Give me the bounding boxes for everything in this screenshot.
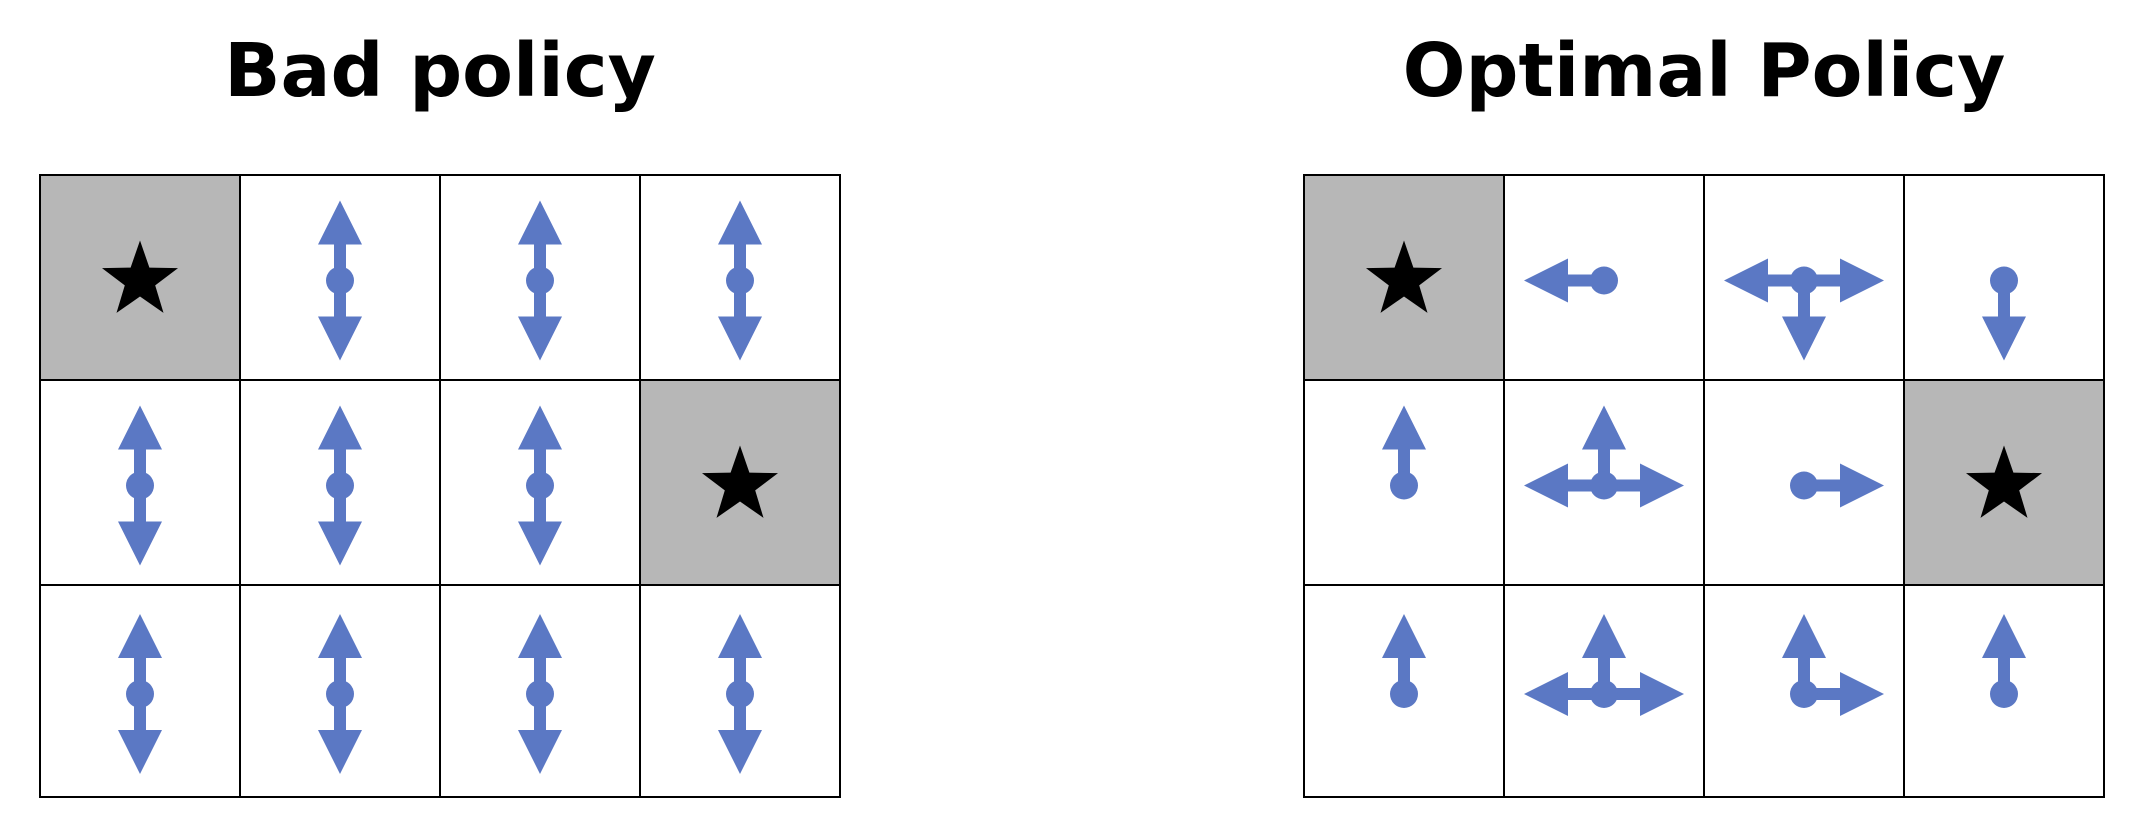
state-dot-icon bbox=[1790, 471, 1818, 500]
state-dot-icon bbox=[126, 471, 154, 500]
optimal-policy-cell-r0-c0 bbox=[1303, 174, 1505, 381]
bad-policy-cell-r0-c2 bbox=[439, 174, 641, 381]
optimal-policy-cell-r2-c1 bbox=[1503, 584, 1705, 798]
state-dot-icon bbox=[1390, 471, 1418, 500]
optimal-policy-cell-r1-c2 bbox=[1703, 379, 1905, 586]
state-dot-icon bbox=[1790, 266, 1818, 295]
goal-star-icon bbox=[702, 445, 778, 518]
state-dot-icon bbox=[1590, 680, 1618, 708]
state-dot-icon bbox=[126, 680, 154, 708]
state-dot-icon bbox=[326, 471, 354, 500]
state-dot-icon bbox=[1790, 680, 1818, 708]
bad-policy-cell-r1-c1 bbox=[239, 379, 441, 586]
state-dot-icon bbox=[726, 266, 754, 295]
optimal-policy-cell-r1-c1 bbox=[1503, 379, 1705, 586]
optimal-policy-cell-r1-c3 bbox=[1903, 379, 2105, 586]
goal-star-icon bbox=[1366, 240, 1442, 313]
bad-policy-cell-r2-c2 bbox=[439, 584, 641, 798]
bad-policy-cell-r1-c2 bbox=[439, 379, 641, 586]
goal-star-icon bbox=[1966, 445, 2042, 518]
state-dot-icon bbox=[1990, 266, 2018, 295]
state-dot-icon bbox=[1590, 266, 1618, 295]
state-dot-icon bbox=[326, 266, 354, 295]
bad-policy-cell-r1-c0 bbox=[39, 379, 241, 586]
optimal-policy-cell-r2-c0 bbox=[1303, 584, 1505, 798]
state-dot-icon bbox=[1390, 680, 1418, 708]
bad-policy-cell-r0-c3 bbox=[639, 174, 841, 381]
bad-policy-cell-r0-c0 bbox=[39, 174, 241, 381]
bad-policy-grid bbox=[39, 174, 841, 798]
bad-policy-cell-r2-c0 bbox=[39, 584, 241, 798]
goal-star-icon bbox=[102, 240, 178, 313]
optimal-policy-grid bbox=[1303, 174, 2105, 798]
optimal-policy-cell-r0-c1 bbox=[1503, 174, 1705, 381]
bad-policy-title: Bad policy bbox=[224, 28, 656, 114]
state-dot-icon bbox=[726, 680, 754, 708]
optimal-policy-cell-r1-c0 bbox=[1303, 379, 1505, 586]
state-dot-icon bbox=[1990, 680, 2018, 708]
state-dot-icon bbox=[526, 266, 554, 295]
optimal-policy-cell-r0-c3 bbox=[1903, 174, 2105, 381]
state-dot-icon bbox=[526, 471, 554, 500]
state-dot-icon bbox=[526, 680, 554, 708]
optimal-policy-title: Optimal Policy bbox=[1402, 28, 2006, 114]
bad-policy-cell-r2-c1 bbox=[239, 584, 441, 798]
bad-policy-cell-r0-c1 bbox=[239, 174, 441, 381]
state-dot-icon bbox=[326, 680, 354, 708]
optimal-policy-cell-r2-c2 bbox=[1703, 584, 1905, 798]
bad-policy-cell-r2-c3 bbox=[639, 584, 841, 798]
optimal-policy-cell-r2-c3 bbox=[1903, 584, 2105, 798]
optimal-policy-cell-r0-c2 bbox=[1703, 174, 1905, 381]
state-dot-icon bbox=[1590, 471, 1618, 500]
bad-policy-cell-r1-c3 bbox=[639, 379, 841, 586]
